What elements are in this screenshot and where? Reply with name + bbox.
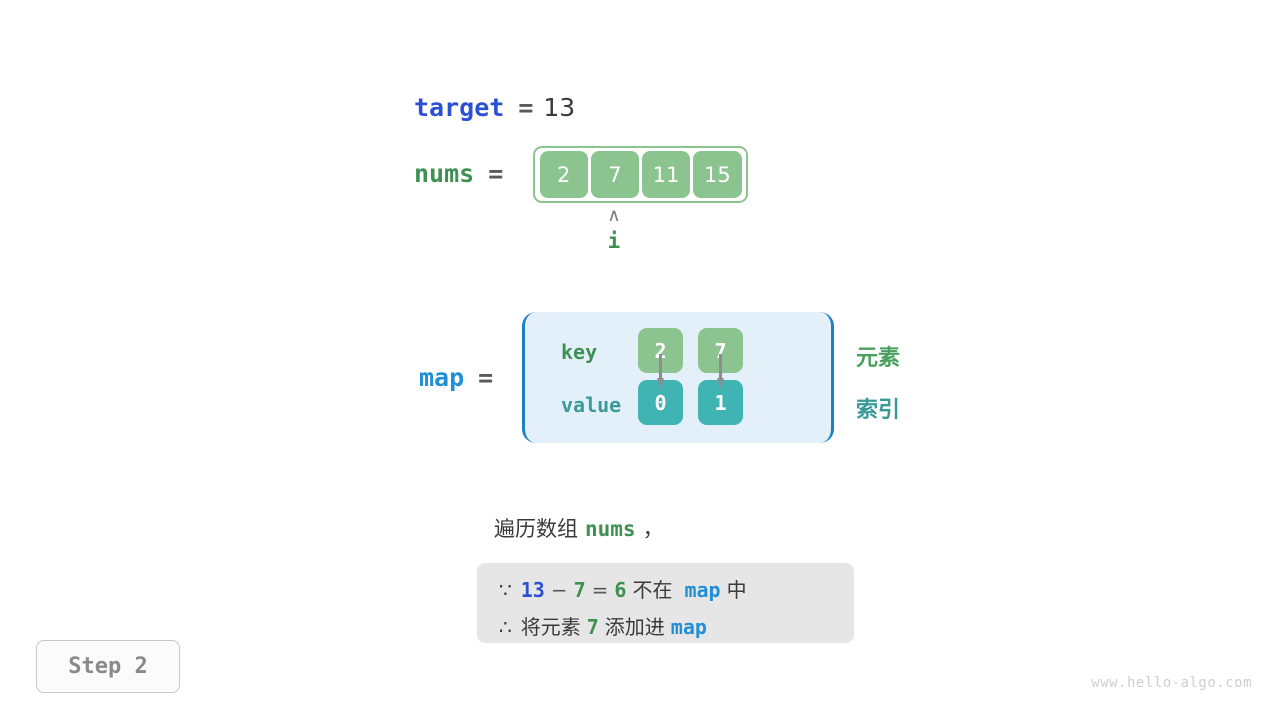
description-code: nums <box>585 517 636 541</box>
watermark: www.hello-algo.com <box>1091 675 1252 691</box>
array-cell: 15 <box>693 151 742 198</box>
info-added-value: 7 <box>586 615 599 639</box>
map-value-cell: 1 <box>698 380 743 425</box>
description-suffix: ， <box>642 517 664 541</box>
array-cell: 2 <box>539 151 588 198</box>
map-variable-name: map <box>419 363 465 392</box>
target-row: target = 13 <box>414 93 575 122</box>
map-equals-sign: = <box>478 363 494 392</box>
map-container: key value 2 0 7 1 <box>522 312 834 443</box>
pointer-label: i <box>607 229 621 253</box>
minus-operator: − <box>550 578 568 602</box>
map-value-label: value <box>561 393 622 417</box>
index-pointer: ∧ i <box>590 206 638 254</box>
description-line: 遍历数组 nums， <box>494 513 664 543</box>
target-equals-sign: = <box>518 93 534 122</box>
map-value-cell: 0 <box>638 380 683 425</box>
equals-operator: = <box>591 578 609 602</box>
map-entry: 7 1 <box>698 328 743 425</box>
map-note-index: 索引 <box>856 398 901 423</box>
info-text-end: 中 <box>726 578 747 602</box>
map-key-cell: 7 <box>698 328 743 373</box>
info-text-start: 将元素 <box>520 615 581 639</box>
step-badge: Step 2 <box>36 640 180 693</box>
info-map-keyword: map <box>684 578 721 602</box>
map-note-element: 元素 <box>856 346 901 371</box>
info-text-mid: 不在 <box>632 578 673 602</box>
map-entry: 2 0 <box>638 328 683 425</box>
info-operand-a: 13 <box>520 578 545 602</box>
map-key-label: key <box>561 340 598 364</box>
info-operand-b: 7 <box>573 578 586 602</box>
nums-equals-sign: = <box>488 159 504 188</box>
nums-variable-name: nums <box>414 159 475 188</box>
map-key-cell: 2 <box>638 328 683 373</box>
description-prefix: 遍历数组 <box>494 517 578 541</box>
array-container: 2 7 11 15 <box>533 146 748 203</box>
pointer-caret-icon: ∧ <box>607 205 621 226</box>
info-text-mid-2: 添加进 <box>604 615 665 639</box>
array-cell: 7 <box>590 151 639 198</box>
target-value: 13 <box>543 93 576 122</box>
target-variable-name: target <box>414 93 505 122</box>
nums-row: nums = <box>414 159 503 188</box>
array-cell: 11 <box>642 151 691 198</box>
info-result: 6 <box>614 578 627 602</box>
because-symbol: ∵ <box>499 578 512 602</box>
info-map-keyword: map <box>670 615 707 639</box>
map-row: map = <box>419 363 493 392</box>
therefore-symbol: ∴ <box>499 615 512 639</box>
